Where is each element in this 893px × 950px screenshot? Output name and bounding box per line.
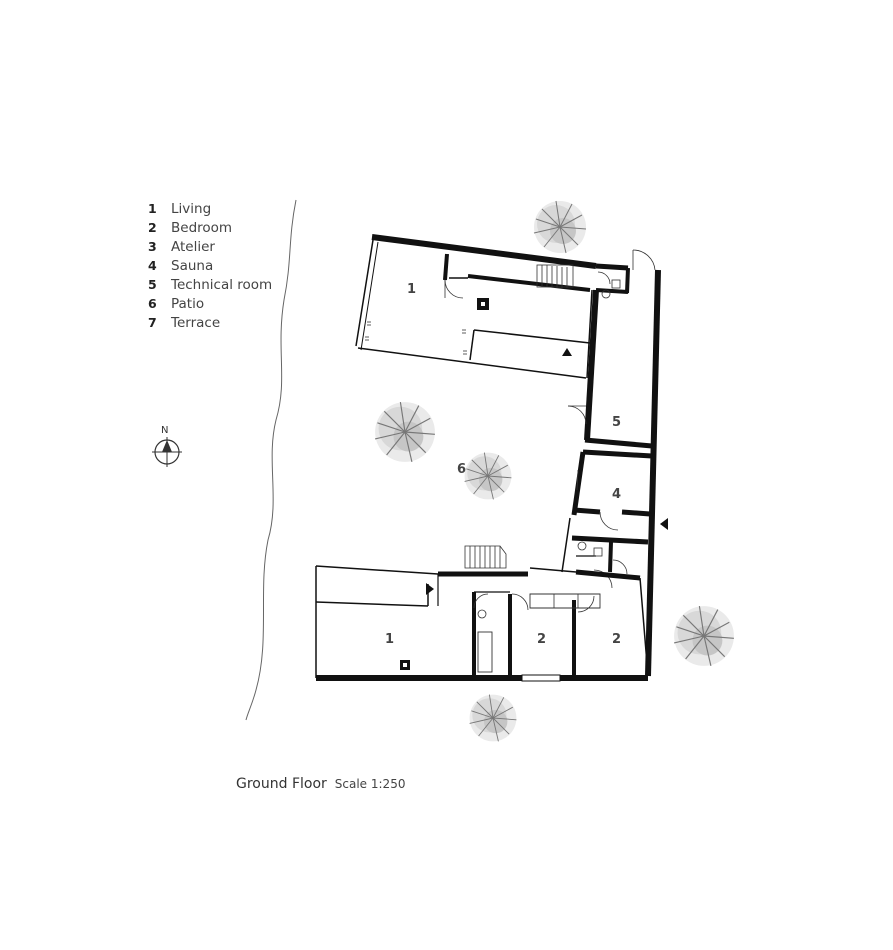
plan-title: Ground Floor bbox=[236, 776, 327, 792]
north-arrow-icon bbox=[152, 437, 182, 467]
tree-icon bbox=[469, 694, 517, 742]
legend-number: 1 bbox=[148, 201, 157, 216]
legend-label: Technical room bbox=[171, 276, 273, 293]
room-label-technical-room: 5 bbox=[612, 415, 621, 430]
tree-icon bbox=[464, 452, 512, 500]
legend-item: 7 Terrace bbox=[148, 313, 272, 332]
legend-label: Bedroom bbox=[171, 219, 233, 236]
legend-number: 7 bbox=[148, 315, 157, 330]
room-label-living-south: 1 bbox=[385, 632, 394, 647]
legend-number: 4 bbox=[148, 258, 157, 273]
tree-icon bbox=[673, 605, 735, 667]
plan-caption: Ground Floor Scale 1:250 bbox=[236, 776, 405, 792]
room-legend: 1 Living 2 Bedroom 3 Atelier 4 Sauna 5 T… bbox=[148, 199, 272, 332]
tree-icon bbox=[374, 401, 436, 463]
legend-item: 4 Sauna bbox=[148, 256, 272, 275]
legend-number: 6 bbox=[148, 296, 157, 311]
shoreline bbox=[245, 199, 297, 721]
legend-label: Living bbox=[171, 200, 212, 217]
room-label-living-north: 1 bbox=[407, 282, 416, 297]
legend-item: 3 Atelier bbox=[148, 237, 272, 256]
plan-scale: Scale 1:250 bbox=[334, 777, 406, 791]
room-label-sauna: 4 bbox=[612, 487, 621, 502]
legend-label: Terrace bbox=[171, 314, 221, 331]
north-wing bbox=[355, 234, 597, 379]
south-wing bbox=[315, 545, 649, 682]
legend-label: Atelier bbox=[171, 238, 215, 255]
legend-label: Sauna bbox=[171, 257, 214, 274]
legend-item: 6 Patio bbox=[148, 294, 272, 313]
legend-number: 3 bbox=[148, 239, 157, 254]
legend-item: 5 Technical room bbox=[148, 275, 272, 294]
room-label-bedroom-b: 2 bbox=[612, 632, 621, 647]
compass-label: N bbox=[161, 425, 168, 436]
legend-item: 1 Living bbox=[148, 199, 272, 218]
east-wing bbox=[561, 249, 668, 677]
legend-number: 5 bbox=[148, 277, 157, 292]
legend-number: 2 bbox=[148, 220, 157, 235]
legend-label: Patio bbox=[171, 295, 205, 312]
tree-icon bbox=[533, 200, 587, 254]
legend-item: 2 Bedroom bbox=[148, 218, 272, 237]
room-label-bedroom-a: 2 bbox=[537, 632, 546, 647]
room-label-patio: 6 bbox=[457, 462, 466, 477]
